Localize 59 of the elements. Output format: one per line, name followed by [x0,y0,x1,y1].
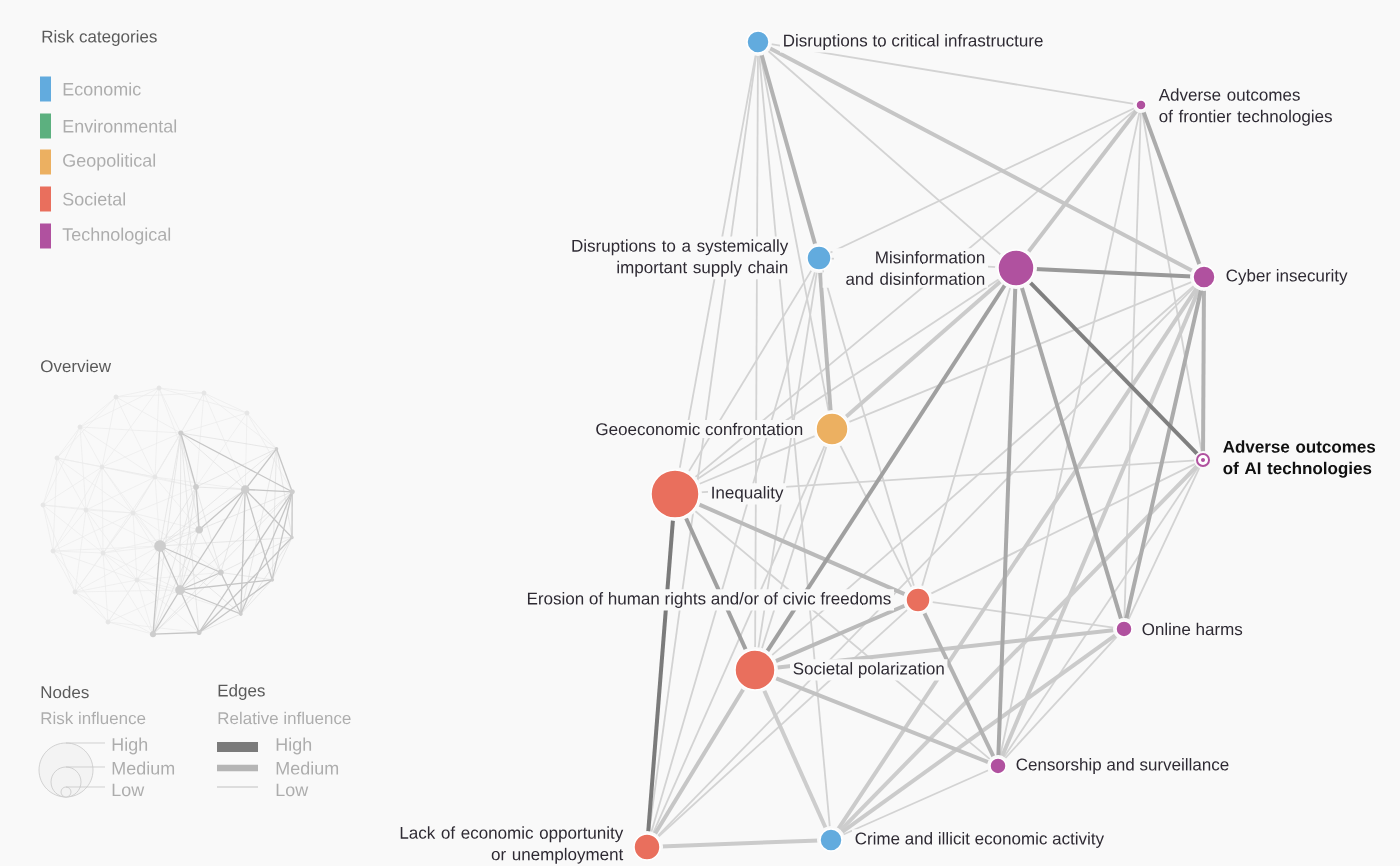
connector-line [759,52,818,247]
legend-title: Edges [218,684,265,700]
legend-label: Low [112,783,145,797]
node-label: Societal polarization [793,662,944,678]
connector-line [683,515,749,652]
node-label: Cyber insecurity [1226,269,1348,285]
connector-line [775,627,1116,670]
section-title: Overview [41,359,112,373]
legend-subtitle: Relative influence [218,711,351,725]
connector-line [761,688,829,831]
connector-line [646,518,676,834]
connector-line [767,45,1195,274]
legend-label: Low [276,783,309,797]
legend-label: Economic [63,82,141,96]
legend-label: Medium [276,761,339,775]
connector-line [656,607,910,839]
connector-line [660,838,820,849]
connector-line [839,632,1119,835]
connector-line [694,277,1002,482]
node-label: Adverse outcomes of AI technologies [1223,440,1376,478]
legend-title: Nodes [41,685,89,699]
connector-line [773,603,908,664]
legend-subtitle: Risk influence [41,711,146,725]
connector-line [921,610,996,759]
legend-label: Environmental [63,119,177,133]
node-label: Disruptions to a systemically important supply chain [572,239,789,277]
node-label: Crime and illicit economic activity [855,832,1105,848]
node-label: Lack of economic opportunity or unemployment [400,826,624,864]
node-label: Disruptions to critical infrastructure [784,34,1043,50]
connector-line [996,286,1018,758]
legend-label: High [112,737,148,755]
legend-title: Risk categories [42,30,157,46]
connector-line [837,463,1200,833]
connector-line [999,287,1202,759]
legend-label: High [276,737,312,755]
node-label: Online harms [1142,622,1243,636]
connector-line [1141,109,1202,267]
connector-line [1025,108,1140,255]
node-label: Inequality [712,486,784,502]
connector-line [829,106,1137,254]
legend-label: Medium [112,761,175,775]
connector-line [687,268,814,474]
connector-line [773,675,991,765]
node-label: Censorship and surveillance [1016,758,1229,774]
legend-label: Technological [62,227,171,245]
connector-line [1034,266,1193,279]
connector-line [764,282,1008,654]
node-label: Geoeconomic confrontation [596,422,803,436]
connector-line [1126,465,1201,622]
connector-line [1124,288,1204,621]
connector-line [1027,280,1200,457]
node-label: Erosion of human rights and/or of civic freedoms [528,592,891,608]
legend-label: Societal [63,192,126,206]
legend-label: Geopolitical [63,153,156,171]
node-label: Adverse outcomes of frontier technologies [1158,88,1332,126]
connector-line [843,278,1004,420]
connector-line [818,270,833,413]
connector-line [1201,288,1206,453]
connector-line [652,686,746,837]
